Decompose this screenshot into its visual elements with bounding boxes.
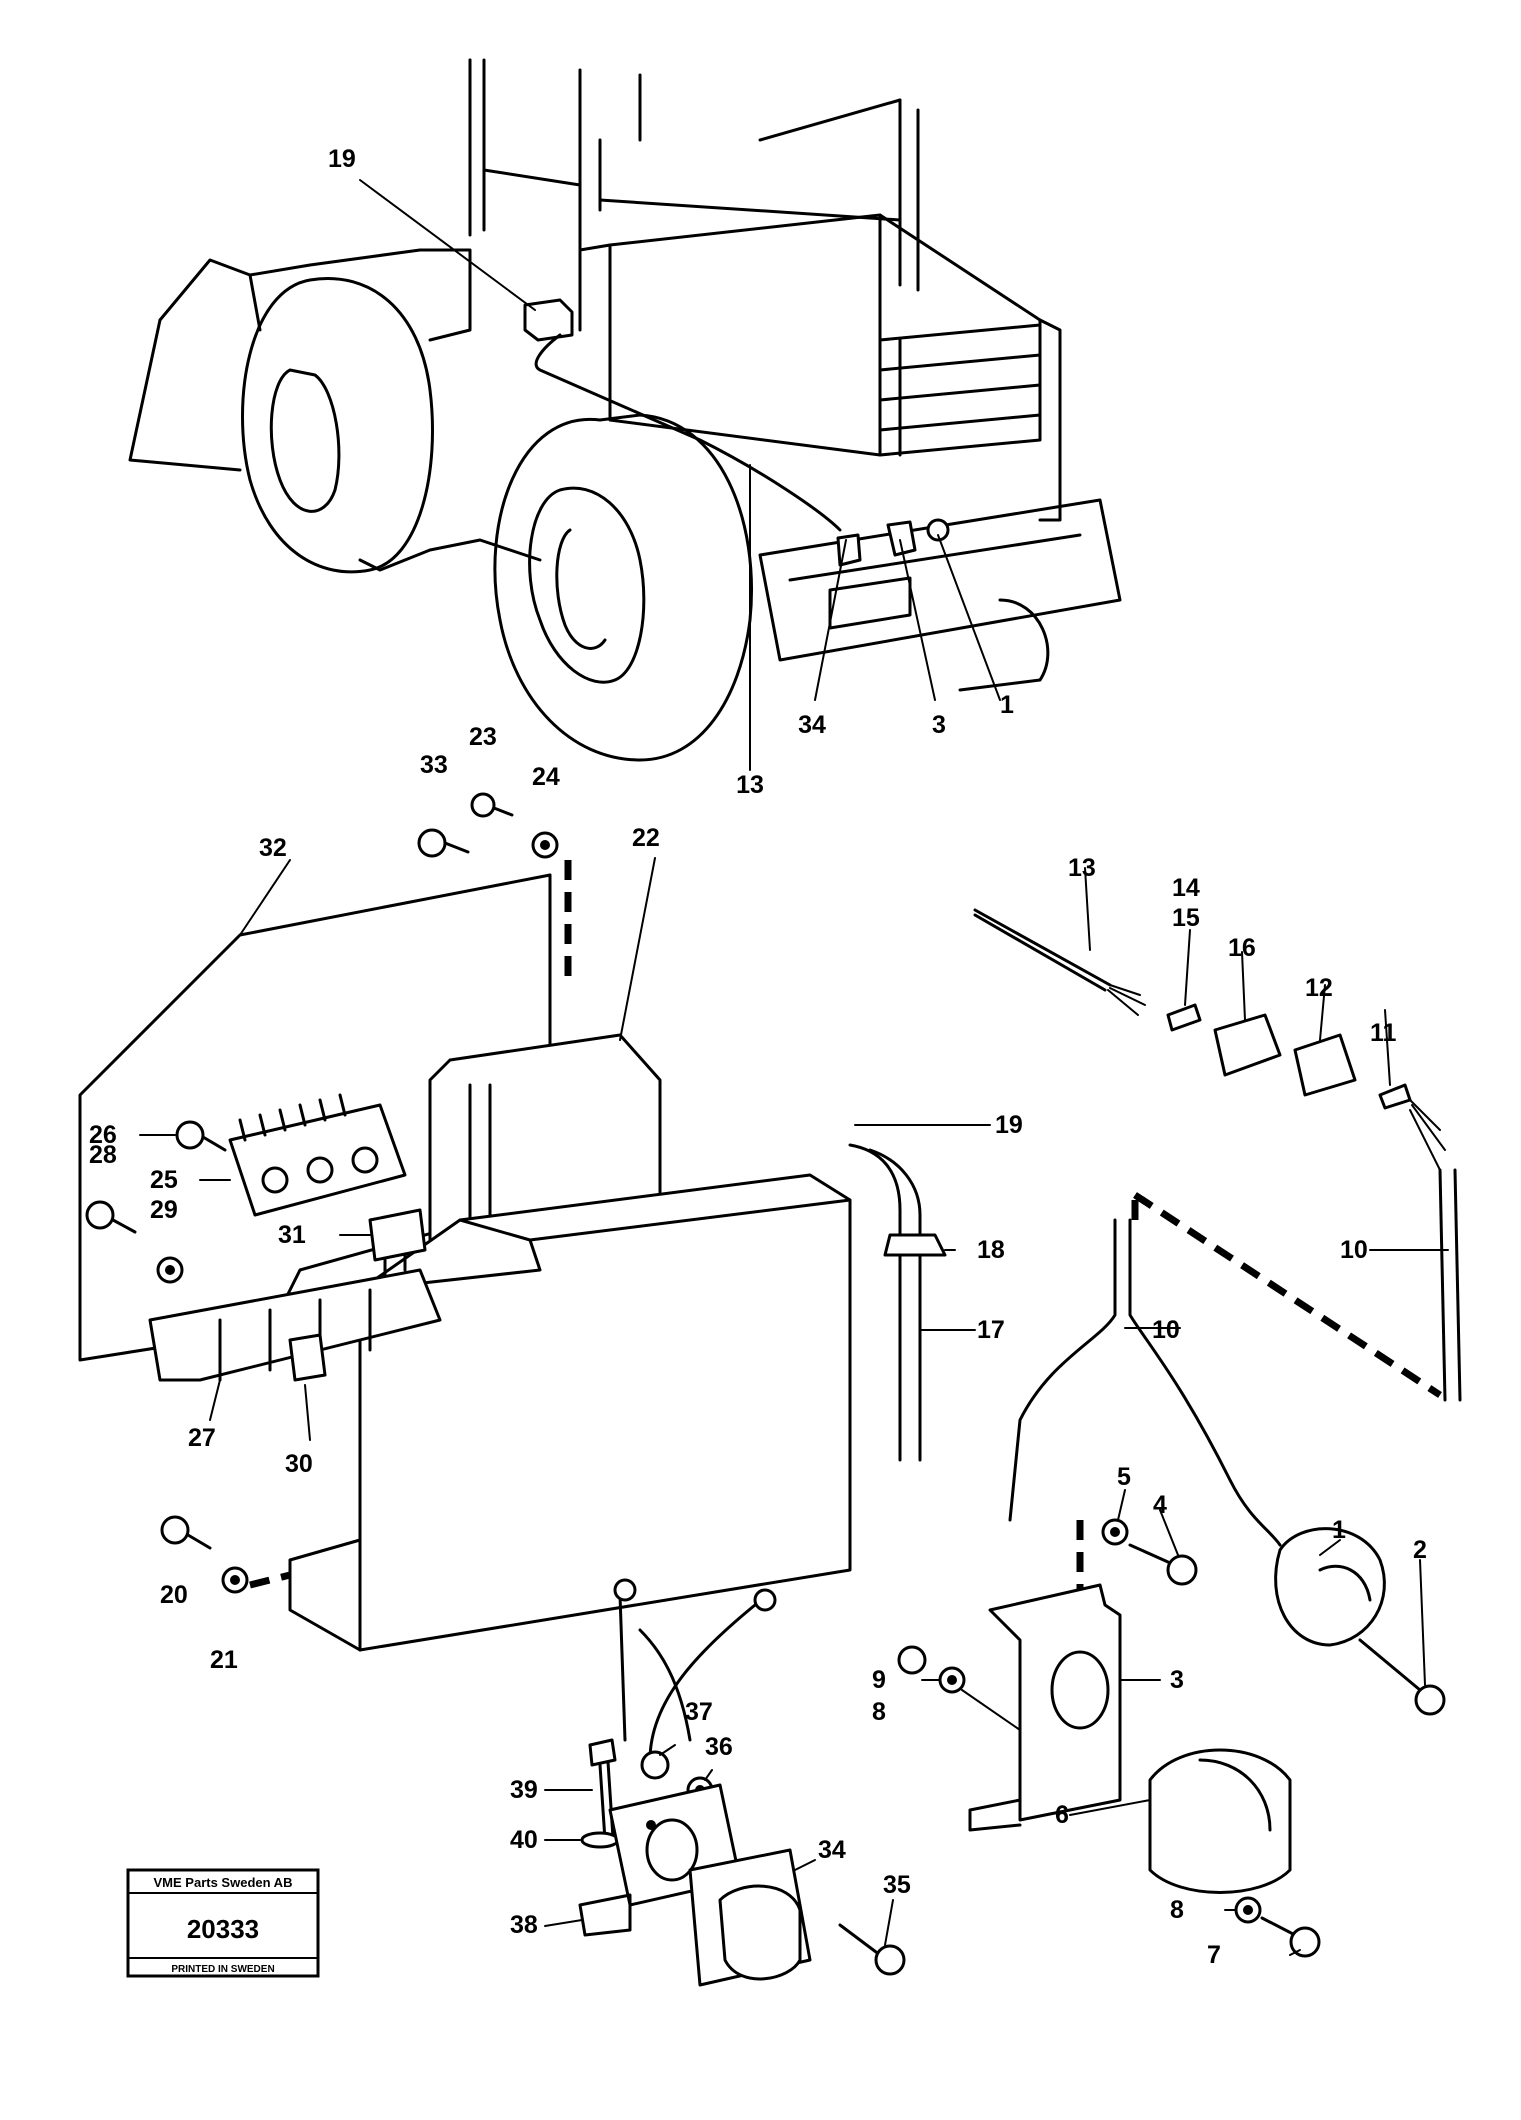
callout-14: 14 (1172, 874, 1200, 902)
callout-19-top: 19 (328, 145, 356, 173)
callout-1-top: 1 (1000, 691, 1014, 719)
callout-17: 17 (977, 1316, 1005, 1344)
callout-12: 12 (1305, 974, 1333, 1002)
callout-5: 5 (1117, 1463, 1131, 1491)
callout-2: 2 (1413, 1536, 1427, 1564)
callout-15: 15 (1172, 904, 1200, 932)
callout-32: 32 (259, 834, 287, 862)
callout-34: 34 (818, 1836, 846, 1864)
trailer-socket-drawing (578, 1578, 906, 1987)
callout-18: 18 (977, 1236, 1005, 1264)
leader-lines-socket (544, 1744, 894, 1946)
callout-36: 36 (705, 1733, 733, 1761)
wheel-loader-drawing (128, 58, 1122, 771)
stamp-printed: PRINTED IN SWEDEN (171, 1964, 274, 1975)
callout-3: 3 (1170, 1666, 1184, 1694)
callout-26: 26 (89, 1121, 117, 1149)
callout-11: 11 (1370, 1019, 1397, 1047)
callout-1: 1 (1332, 1516, 1346, 1544)
callout-25: 25 (150, 1166, 178, 1194)
callout-13-top: 13 (736, 771, 764, 799)
callout-7: 7 (1207, 1941, 1221, 1969)
callout-19-box: 19 (995, 1111, 1023, 1139)
leader-lines-top (359, 179, 1001, 701)
callout-31: 31 (278, 1221, 306, 1249)
callout-23: 23 (469, 723, 497, 751)
callout-28: 28 (89, 1141, 117, 1169)
connector-parts-drawing (897, 908, 1462, 1958)
callout-3-top: 3 (932, 711, 946, 739)
leader-lines-connectors (921, 867, 1449, 1956)
publisher-stamp: VME Parts Sweden AB 20333 PRINTED IN SWE… (126, 1868, 320, 1978)
stamp-company: VME Parts Sweden AB (154, 1875, 293, 1890)
callout-13: 13 (1068, 854, 1096, 882)
callout-8-upper: 8 (872, 1698, 886, 1726)
callout-4: 4 (1153, 1491, 1167, 1519)
callout-21: 21 (210, 1646, 238, 1674)
callout-9: 9 (872, 1666, 886, 1694)
callout-37: 37 (685, 1698, 713, 1726)
callout-22: 22 (632, 824, 660, 852)
callout-29: 29 (150, 1196, 178, 1224)
callout-24: 24 (532, 763, 560, 791)
callout-10-right: 10 (1340, 1236, 1368, 1264)
callout-40: 40 (510, 1826, 538, 1854)
callout-20: 20 (160, 1581, 188, 1609)
callout-labels: 19 34 3 1 13 33 23 24 22 32 26 25 31 28 … (89, 145, 1427, 1969)
callout-8-lower: 8 (1170, 1896, 1184, 1924)
leader-lines-box (139, 857, 991, 1441)
callout-35: 35 (883, 1871, 911, 1899)
callout-16: 16 (1228, 934, 1256, 962)
callout-30: 30 (285, 1450, 313, 1478)
electrical-box-drawing (78, 792, 947, 1652)
callout-38: 38 (510, 1911, 538, 1939)
callout-10-branch: 10 (1152, 1316, 1180, 1344)
callout-34-top: 34 (798, 711, 826, 739)
callout-27: 27 (188, 1424, 216, 1452)
callout-33: 33 (420, 751, 448, 779)
callout-39: 39 (510, 1776, 538, 1804)
callout-6: 6 (1055, 1801, 1069, 1829)
stamp-number: 20333 (187, 1914, 259, 1944)
